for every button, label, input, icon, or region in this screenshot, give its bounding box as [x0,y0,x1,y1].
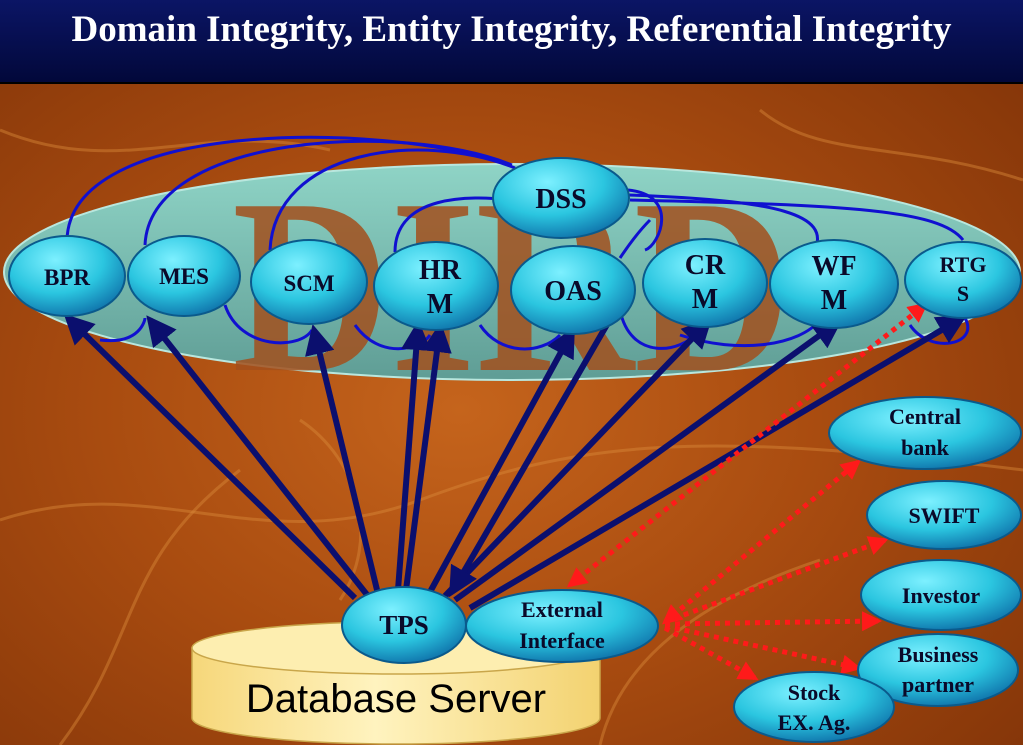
node-scm-label: SCM [283,271,334,296]
node-external-interface[interactable]: External Interface [465,589,659,663]
node-crm-label-1: CR [685,250,726,281]
title-bar: Domain Integrity, Entity Integrity, Refe… [0,0,1023,84]
node-hrm[interactable]: HR M [373,241,499,331]
node-rtgs-label-2: S [957,281,969,306]
node-stock-exchange-label-2: EX. Ag. [778,710,851,735]
node-business-partner-label-1: Business [898,642,979,667]
node-investor-label: Investor [902,583,980,608]
node-central-bank[interactable]: Central bank [828,396,1022,470]
node-oas[interactable]: OAS [510,245,636,335]
node-hrm-label-2: M [427,289,453,320]
node-tps[interactable]: TPS [341,586,467,664]
node-dss[interactable]: DSS [492,157,630,239]
node-stock-exchange[interactable]: Stock EX. Ag. [733,671,895,743]
node-business-partner[interactable]: Business partner [857,633,1019,707]
node-crm-label-2: M [692,284,718,315]
node-wfm-label-1: WF [811,251,856,282]
node-dss-label: DSS [535,184,586,215]
node-business-partner-label-2: partner [902,672,974,697]
node-crm[interactable]: CR M [642,238,768,328]
node-central-bank-label-2: bank [901,435,949,460]
node-scm[interactable]: SCM [250,239,368,325]
node-swift[interactable]: SWIFT [866,480,1022,550]
node-wfm[interactable]: WF M [769,239,899,329]
slide-title: Domain Integrity, Entity Integrity, Refe… [71,9,952,50]
node-central-bank-label-1: Central [889,404,961,429]
node-tps-label: TPS [379,610,429,640]
node-bpr[interactable]: BPR [8,235,126,317]
node-mes[interactable]: MES [127,235,241,317]
node-oas-label: OAS [544,276,602,307]
node-wfm-label-2: M [821,285,847,316]
node-bpr-label: BPR [44,265,90,290]
node-external-interface-label-2: Interface [519,628,605,653]
database-label: Database Server [246,677,546,721]
node-mes-label: MES [159,264,209,289]
node-hrm-label-1: HR [419,255,462,286]
node-rtgs-label-1: RTG [940,252,987,277]
node-rtgs[interactable]: RTG S [904,241,1022,319]
node-swift-label: SWIFT [909,503,980,528]
node-stock-exchange-label-1: Stock [788,680,841,705]
node-external-interface-label-1: External [521,597,603,622]
external-links [566,302,929,681]
node-investor[interactable]: Investor [860,559,1022,631]
